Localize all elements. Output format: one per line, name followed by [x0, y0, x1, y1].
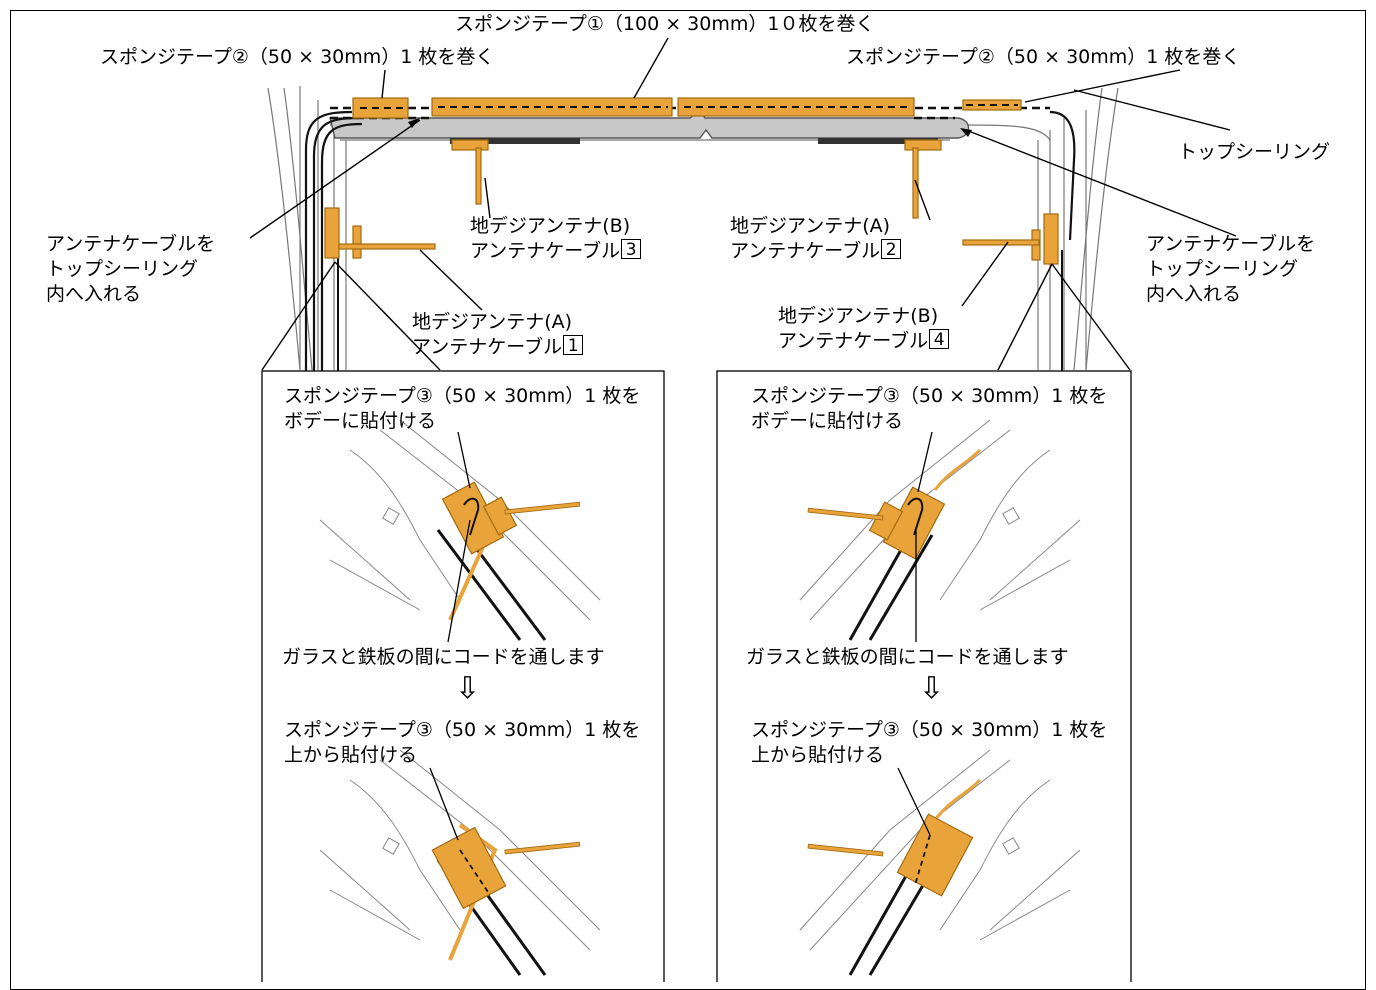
tape-dash-marks — [360, 104, 1018, 109]
rail-dark-strip-right — [818, 138, 938, 144]
panel-left-illustration-2 — [319, 749, 601, 976]
right-instruction-label: アンテナケーブルを トップシーリング 内へ入れる — [1146, 232, 1315, 307]
arrowhead-right-cable — [960, 128, 972, 137]
panel-right-down-arrow: ⇩ — [919, 671, 945, 706]
antenna-a2-line-1: 地デジアンテナ(A) — [730, 215, 891, 237]
panel-right-illustration-1 — [799, 419, 1081, 642]
tape2-left-label: スポンジテープ②（50 × 30mm）1 枚を巻く — [100, 46, 495, 68]
panel-right-step1-line-1: スポンジテープ③（50 × 30mm）1 枚を — [751, 385, 1108, 407]
tape2-left-wrap — [352, 97, 409, 119]
right-instruction-line-3: 内へ入れる — [1146, 283, 1242, 305]
panel-right-step2-line-1: スポンジテープ③（50 × 30mm）1 枚を — [751, 719, 1108, 741]
leader-lines-top — [249, 37, 1237, 371]
antenna-a2-number: 2 — [881, 239, 902, 260]
arrowhead-left-cable — [408, 118, 420, 128]
right-instruction-line-1: アンテナケーブルを — [1146, 233, 1316, 255]
top-ceiling-label: トップシーリング — [1178, 141, 1331, 163]
left-instruction-line-3: 内へ入れる — [46, 283, 142, 305]
antenna-b3-line-1: 地デジアンテナ(B) — [470, 215, 631, 237]
antenna-b3-number: 3 — [621, 239, 642, 260]
antenna-b4-number: 4 — [929, 329, 950, 350]
antenna-b4-line-2: アンテナケーブル — [778, 330, 929, 352]
antenna-a1-line-1: 地デジアンテナ(A) — [412, 311, 573, 333]
left-instruction-label: アンテナケーブルを トップシーリング 内へ入れる — [46, 232, 215, 307]
panel-right-step1-label: スポンジテープ③（50 × 30mm）1 枚を ボデーに貼付ける — [751, 384, 1107, 434]
tape2-right-label: スポンジテープ②（50 × 30mm）1 枚を巻く — [846, 46, 1241, 68]
antenna-a1-line-2: アンテナケーブル — [412, 336, 563, 358]
panel-left-step1-line-2: ボデーに貼付ける — [284, 410, 437, 432]
panel-left-down-arrow: ⇩ — [455, 671, 481, 706]
antenna-mounts — [324, 139, 1059, 265]
panel-left-middle-label: ガラスと鉄板の間にコードを通します — [282, 646, 605, 668]
antenna-b4-line-1: 地デジアンテナ(B) — [778, 305, 939, 327]
panel-left-step1-label: スポンジテープ③（50 × 30mm）1 枚を ボデーに貼付ける — [284, 384, 640, 434]
panel-right-step1-line-2: ボデーに貼付ける — [751, 410, 904, 432]
antenna-a2-line-2: アンテナケーブル — [730, 240, 881, 262]
panel-left-step2-line-1: スポンジテープ③（50 × 30mm）1 枚を — [284, 719, 641, 741]
tape1-label: スポンジテープ①（100 × 30mm）1０枚を巻く — [455, 13, 875, 35]
panel-right-step2-label: スポンジテープ③（50 × 30mm）1 枚を 上から貼付ける — [751, 718, 1107, 768]
panel-left-step1-line-1: スポンジテープ③（50 × 30mm）1 枚を — [284, 385, 641, 407]
panel-right-illustration-2 — [799, 749, 1081, 976]
panel-left-illustration-1 — [319, 419, 601, 643]
rail-dark-strip-left — [450, 138, 580, 144]
left-instruction-line-2: トップシーリング — [46, 258, 199, 280]
antenna-a1-number: 1 — [563, 335, 584, 356]
left-instruction-line-1: アンテナケーブルを — [46, 233, 216, 255]
antenna-b3-line-2: アンテナケーブル — [470, 240, 621, 262]
panel-right-middle-label: ガラスと鉄板の間にコードを通します — [746, 646, 1069, 668]
panel-left-step2-line-2: 上から貼付ける — [284, 744, 418, 766]
panel-left-step2-label: スポンジテープ③（50 × 30mm）1 枚を 上から貼付ける — [284, 718, 640, 768]
panel-right-step2-line-2: 上から貼付ける — [751, 744, 885, 766]
right-instruction-line-2: トップシーリング — [1146, 258, 1299, 280]
